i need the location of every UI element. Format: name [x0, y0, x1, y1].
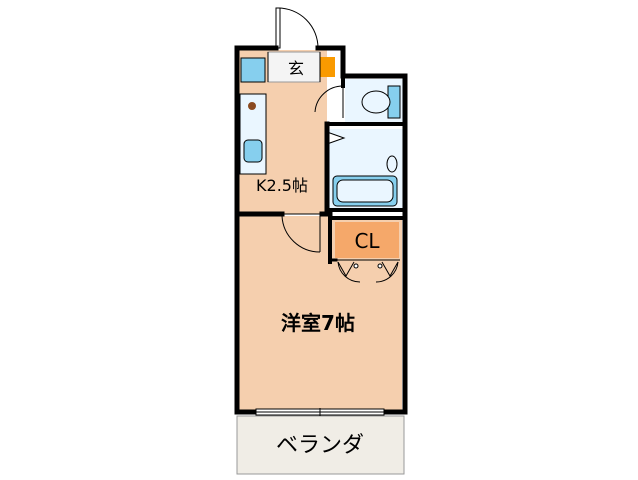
closet-label: CL	[354, 229, 380, 253]
balcony-area	[236, 415, 405, 475]
entrance-partitions	[267, 52, 321, 82]
bath-faucet	[386, 155, 398, 173]
closet-area	[335, 222, 399, 258]
western-room-label: 洋室7帖	[281, 311, 355, 335]
bathtub	[332, 175, 398, 207]
stove-burner	[248, 102, 256, 110]
entrance-door	[275, 7, 319, 49]
toilet-door	[314, 85, 344, 118]
refrigerator	[240, 57, 266, 83]
entrance-area	[267, 51, 321, 83]
balcony-window	[255, 408, 385, 416]
kitchen-label: K2.5帖	[256, 176, 308, 195]
sink	[243, 139, 263, 163]
toilet	[361, 85, 401, 119]
balcony-label: ベランダ	[276, 433, 364, 458]
accent-box	[320, 57, 335, 77]
room-door	[281, 213, 322, 253]
entrance-label: 玄	[288, 59, 304, 78]
closet-doors	[336, 259, 400, 283]
